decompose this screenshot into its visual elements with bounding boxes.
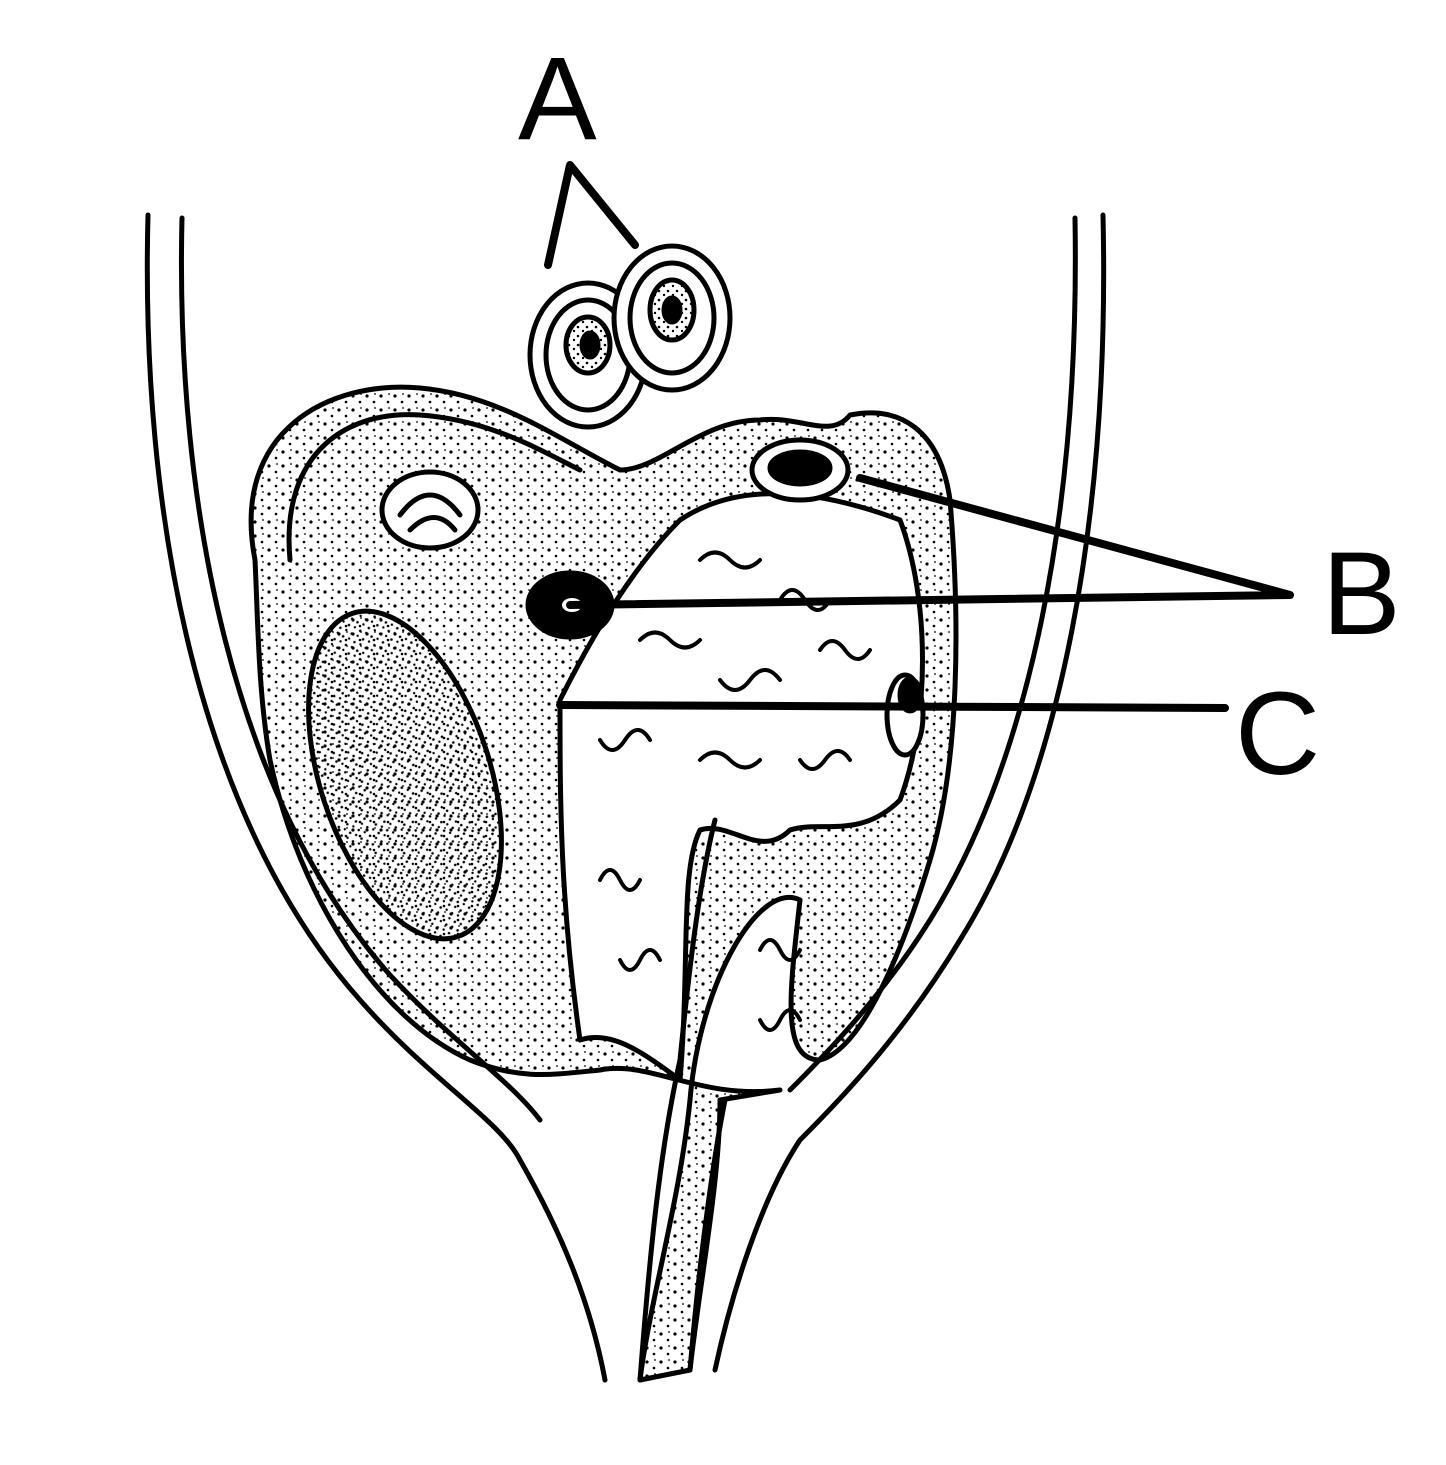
leader-lines [544,161,1294,712]
pollen-grains [527,243,733,430]
ovary-wall-left-outer [144,212,608,1383]
nucellus [306,608,504,942]
label-a: A [518,33,597,165]
leader-a [544,161,639,269]
ovary-wall-right-outer [712,212,1107,1373]
leader-b [566,474,1294,609]
integument-inner [286,412,583,563]
leader-c [556,701,1229,712]
synergid [379,469,481,551]
funicle [637,817,728,1383]
label-b: B [1322,528,1401,660]
label-c: C [1235,668,1321,800]
